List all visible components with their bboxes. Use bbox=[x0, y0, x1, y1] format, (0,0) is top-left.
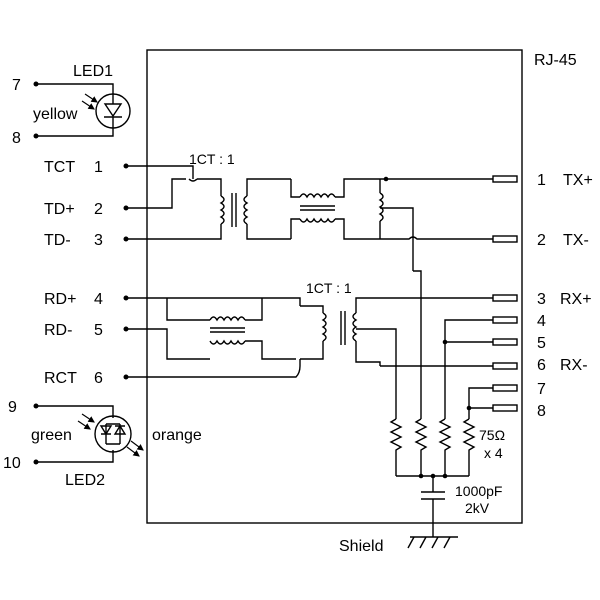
right-pin-stub bbox=[492, 235, 518, 243]
right-pin-stub bbox=[492, 294, 518, 302]
led1-pin-a: 7 bbox=[12, 77, 21, 94]
rx-ratio-label: 1CT : 1 bbox=[306, 280, 352, 296]
right-pin-num: 2 bbox=[537, 232, 546, 249]
capacitor-value: 1000pF bbox=[455, 483, 502, 499]
right-pin-stub bbox=[492, 175, 518, 183]
module-body bbox=[146, 49, 523, 524]
right-pin-num: 8 bbox=[537, 403, 546, 420]
led2-color-b: orange bbox=[152, 427, 202, 444]
left-pin-name: RD+ bbox=[44, 291, 76, 308]
left-pin-name: TCT bbox=[44, 159, 75, 176]
rx-channel: 1CT : 1 bbox=[126, 280, 493, 419]
right-pin-stub bbox=[492, 404, 518, 412]
led2-diode-icon bbox=[94, 415, 132, 453]
right-pin-num: 4 bbox=[537, 313, 546, 330]
led1-color: yellow bbox=[33, 106, 78, 123]
led1-pin-b: 8 bbox=[12, 130, 21, 147]
tx-channel: 1CT : 1 bbox=[126, 151, 493, 271]
right-pin-num: 3 bbox=[537, 291, 546, 308]
left-pin-num: 6 bbox=[94, 370, 103, 387]
left-pin-num: 1 bbox=[94, 159, 103, 176]
right-pin-name: TX- bbox=[563, 232, 589, 249]
module-label: RJ-45 bbox=[534, 52, 577, 69]
termination-network: 75Ω x 4 1000pF 2kV Shield bbox=[339, 418, 505, 555]
right-pin-stub bbox=[492, 362, 518, 370]
led2-pin-b: 10 bbox=[3, 455, 21, 472]
left-pin-name: RCT bbox=[44, 370, 77, 387]
tx-ratio-label: 1CT : 1 bbox=[189, 151, 235, 167]
led2-color-a: green bbox=[31, 427, 72, 444]
resistor-value: 75Ω bbox=[479, 427, 505, 443]
right-pin-name: RX- bbox=[560, 357, 588, 374]
left-pins: TCT 1 TD+ 2 TD- 3 RD+ 4 RD- 5 RCT 6 bbox=[44, 159, 129, 387]
left-pin-name: TD+ bbox=[44, 201, 75, 218]
left-pin-name: RD- bbox=[44, 322, 72, 339]
led1: 7 8 LED1 yellow bbox=[12, 63, 131, 147]
led2-pin-a: 9 bbox=[8, 399, 17, 416]
right-pins: 1 TX+ 2 TX- 3 RX+ 4 5 6 RX- 7 8 bbox=[413, 172, 593, 420]
right-pin-name: RX+ bbox=[560, 291, 592, 308]
right-pin-num: 6 bbox=[537, 357, 546, 374]
led1-diode-icon bbox=[95, 93, 131, 129]
left-pin-num: 5 bbox=[94, 322, 103, 339]
right-pin-num: 1 bbox=[537, 172, 546, 189]
shield-label: Shield bbox=[339, 538, 383, 555]
right-pin-stub bbox=[492, 338, 518, 346]
capacitor-voltage: 2kV bbox=[465, 500, 490, 516]
led2: 9 10 green orange LED2 bbox=[3, 399, 202, 489]
right-pin-stub bbox=[492, 384, 518, 392]
right-pin-num: 7 bbox=[537, 381, 546, 398]
left-pin-num: 3 bbox=[94, 232, 103, 249]
left-pin-name: TD- bbox=[44, 232, 71, 249]
left-pin-num: 2 bbox=[94, 201, 103, 218]
right-pin-name: TX+ bbox=[563, 172, 593, 189]
resistor-count: x 4 bbox=[484, 445, 503, 461]
led2-name: LED2 bbox=[65, 472, 105, 489]
right-pin-stub bbox=[492, 316, 518, 324]
left-pin-num: 4 bbox=[94, 291, 103, 308]
led1-name: LED1 bbox=[73, 63, 113, 80]
right-pin-num: 5 bbox=[537, 335, 546, 352]
